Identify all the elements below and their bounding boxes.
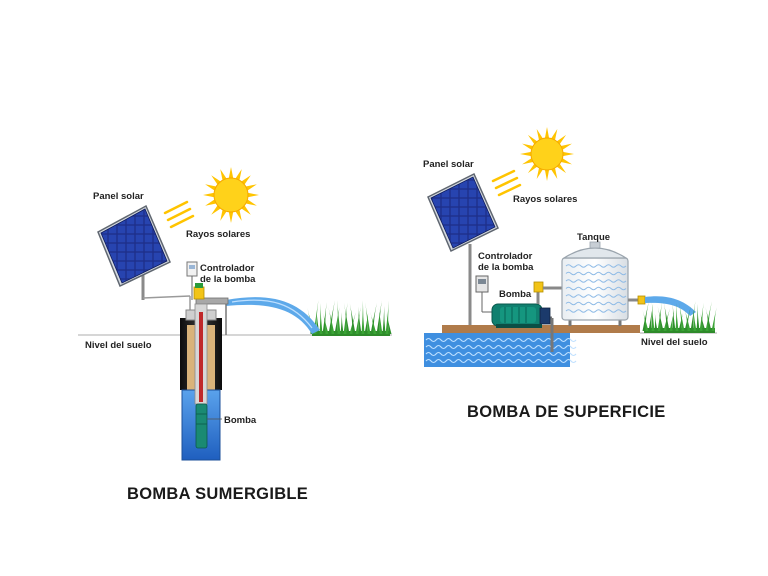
panel-label: Panel solar [93, 191, 144, 202]
pump-controller-icon [186, 261, 198, 300]
delivery-pipe [533, 281, 562, 304]
outlet-pipe [195, 297, 229, 335]
rays-label: Rayos solares [186, 229, 250, 240]
submersible-diagram: Panel solar Rayos solares Controlador de… [78, 167, 392, 503]
well-shaft [180, 283, 222, 461]
ground-soil [442, 325, 640, 333]
water-tank-icon [561, 241, 629, 326]
pump-label: Bomba [499, 289, 532, 300]
sun-icon [203, 167, 259, 223]
diagram-title-left: BOMBA SUMERGIBLE [127, 485, 308, 503]
controller-label-line2: de la bomba [200, 274, 256, 285]
controller-label-line1: Controlador [478, 251, 533, 262]
tank-outlet [628, 295, 696, 316]
sun-icon [520, 127, 574, 181]
solar-rays-icon [163, 200, 195, 229]
surface-pump-icon [491, 303, 551, 328]
diagram-title-right: BOMBA DE SUPERFICIE [467, 403, 666, 421]
solar-panel-icon [97, 204, 171, 288]
grass-patch [307, 300, 392, 336]
pump-label: Bomba [224, 415, 257, 426]
solar-rays-icon [491, 169, 522, 197]
ground-label: Nivel del suelo [641, 337, 708, 348]
panel-label: Panel solar [423, 159, 474, 170]
controller-label-line1: Controlador [200, 263, 255, 274]
surface-diagram: Panel solar Rayos solares Tanque Control… [423, 127, 717, 421]
water-stream [226, 297, 320, 334]
rays-label: Rayos solares [513, 194, 577, 205]
water-reservoir [424, 333, 577, 367]
solar-panel-icon [427, 172, 499, 253]
submersible-pump-icon [195, 403, 208, 449]
tank-label: Tanque [577, 232, 610, 243]
controller-label-line2: de la bomba [478, 262, 534, 273]
grass-patch [642, 301, 717, 333]
ground-label: Nivel del suelo [85, 340, 152, 351]
